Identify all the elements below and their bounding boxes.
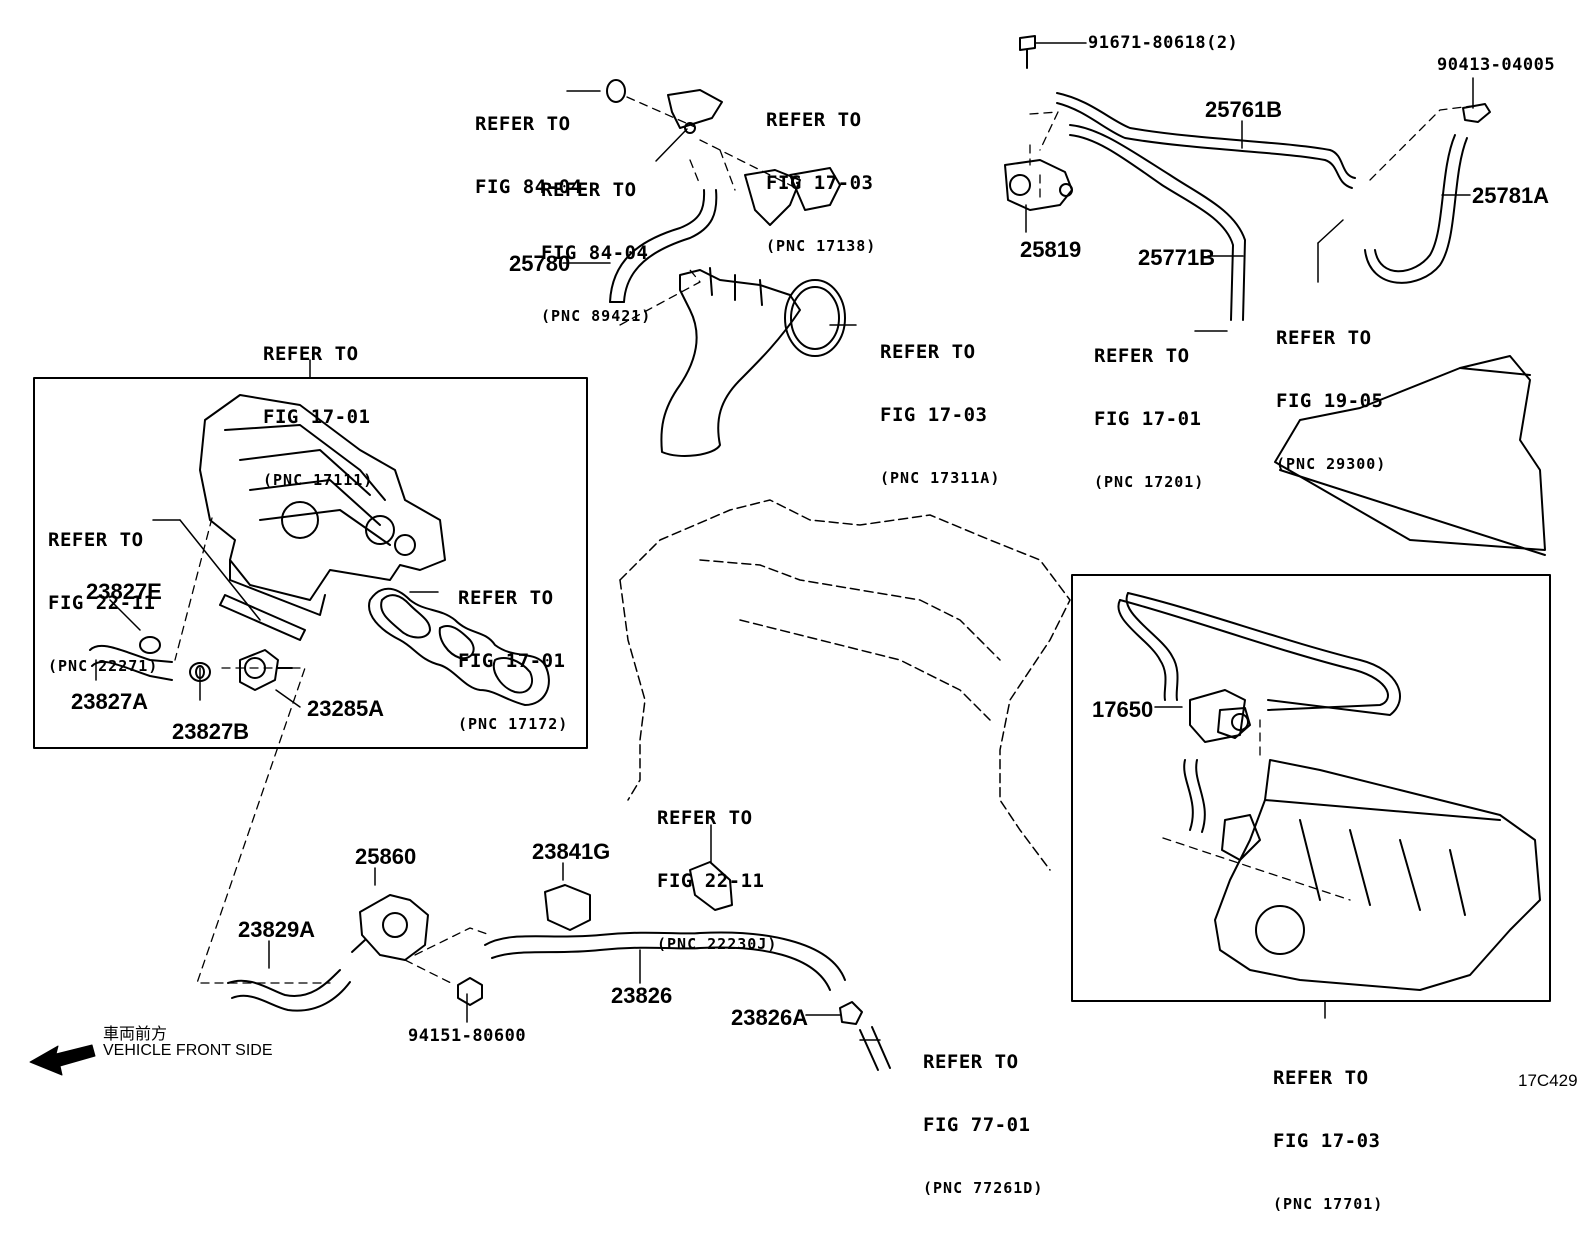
part-label-17650: 17650 — [1092, 697, 1154, 722]
refer-line-2: FIG 17-03 — [880, 404, 988, 426]
parts-diagram-artwork — [29, 35, 1551, 1076]
part-label-25771b: 25771B — [1138, 245, 1216, 270]
refer-line-2: FIG 17-01 — [263, 406, 371, 428]
refer-line-1: REFER TO — [458, 587, 554, 609]
part-label-23285a: 23285A — [307, 696, 385, 721]
parts-diagram-canvas: REFER TO FIG 84-04 REFER TO FIG 84-04 (P… — [29, 33, 1578, 1213]
part-label-25860: 25860 — [355, 844, 417, 869]
nut-94151 — [457, 977, 483, 1006]
part-label-25781a: 25781A — [1472, 183, 1550, 208]
refer-line-1: REFER TO — [263, 343, 359, 365]
refer-line-2: FIG 84-04 — [475, 176, 583, 198]
refer-pnc: (PNC 17172) — [458, 715, 569, 733]
part-label-23826a: 23826A — [731, 1005, 809, 1030]
refer-fig-17-01-pnc-17201: REFER TO FIG 17-01 (PNC 17201) — [1094, 304, 1204, 513]
refer-fig-17-03-pnc-17701: REFER TO FIG 17-03 (PNC 17701) — [1273, 1026, 1383, 1235]
refer-fig-22-11-pnc-22230j: REFER TO FIG 22-11 (PNC 22230J) — [657, 766, 777, 975]
clip-23826a — [839, 1001, 863, 1025]
bracket-parts — [606, 79, 841, 226]
refer-fig-19-05-pnc-29300: REFER TO FIG 19-05 (PNC 29300) — [1276, 286, 1386, 495]
refer-pnc: (PNC 17111) — [263, 471, 374, 489]
refer-fig-84-04-top: REFER TO FIG 84-04 — [475, 72, 582, 219]
part-label-23827a: 23827A — [71, 689, 149, 714]
refer-line-1: REFER TO — [1273, 1067, 1369, 1089]
refer-line-1: REFER TO — [923, 1051, 1019, 1073]
refer-line-2: FIG 22-11 — [48, 592, 156, 614]
intake-manifold — [199, 394, 446, 641]
part-label-23827e: 23827E — [86, 579, 162, 604]
refer-line-1: REFER TO — [766, 109, 862, 131]
refer-pnc: (PNC 22271) — [48, 657, 159, 675]
refer-line-1: REFER TO — [880, 341, 976, 363]
air-cleaner-group-box — [1071, 574, 1551, 1002]
refer-line-2: FIG 17-01 — [1094, 408, 1202, 430]
refer-line-2: FIG 84-04 — [541, 242, 649, 264]
engine-outline — [619, 499, 1071, 871]
part-label-94151-80600: 94151-80600 — [408, 1026, 527, 1046]
refer-line-2: FIG 77-01 — [923, 1114, 1031, 1136]
clip-90413 — [1462, 103, 1491, 123]
refer-line-2: FIG 17-03 — [1273, 1130, 1381, 1152]
refer-pnc: (PNC 17311A) — [880, 469, 1001, 487]
clip-23841g — [544, 884, 591, 931]
refer-line-2: FIG 17-03 — [766, 172, 874, 194]
refer-line-1: REFER TO — [657, 807, 753, 829]
refer-fig-22-11-pnc-22271: REFER TO FIG 22-11 (PNC 22271) — [48, 488, 158, 697]
refer-line-2: FIG 19-05 — [1276, 390, 1384, 412]
part-label-91671-80618: 91671-80618(2) — [1088, 33, 1239, 53]
part-label-25819: 25819 — [1020, 237, 1082, 262]
refer-fig-77-01-pnc-77261d: REFER TO FIG 77-01 (PNC 77261D) — [923, 1010, 1043, 1219]
refer-pnc: (PNC 77261D) — [923, 1179, 1044, 1197]
refer-pnc: (PNC 29300) — [1276, 455, 1387, 473]
air-intake-duct — [660, 267, 846, 457]
refer-pnc: (PNC 89421) — [541, 307, 652, 325]
refer-line-1: REFER TO — [1094, 345, 1190, 367]
refer-fig-17-01-pnc-17111: REFER TO FIG 17-01 (PNC 17111) — [263, 302, 373, 511]
refer-fig-17-03-pnc-17138: REFER TO FIG 17-03 (PNC 17138) — [766, 68, 876, 277]
part-label-25780: 25780 — [509, 251, 571, 276]
refer-line-1: REFER TO — [1276, 327, 1372, 349]
refer-pnc: (PNC 17201) — [1094, 473, 1205, 491]
manifold-small-parts — [139, 636, 293, 691]
hoses — [89, 92, 1468, 1071]
vsv-and-bolt — [1004, 35, 1073, 211]
refer-pnc: (PNC 17138) — [766, 237, 877, 255]
vehicle-front-label-jp: 車両前方 — [103, 1026, 168, 1043]
dashed-lines — [174, 96, 1481, 986]
vehicle-front-label-en: VEHICLE FRONT SIDE — [103, 1042, 273, 1059]
part-label-23841g: 23841G — [532, 839, 611, 864]
part-label-25761b: 25761B — [1205, 97, 1283, 122]
refer-line-2: FIG 22-11 — [657, 870, 765, 892]
refer-pnc: (PNC 22230J) — [657, 935, 778, 953]
refer-fig-17-01-pnc-17172: REFER TO FIG 17-01 (PNC 17172) — [458, 546, 568, 755]
refer-fig-17-03-pnc-17311a: REFER TO FIG 17-03 (PNC 17311A) — [880, 300, 1000, 509]
part-label-90413-04005: 90413-04005 — [1437, 55, 1556, 75]
air-cleaner-case — [1189, 689, 1541, 991]
vehicle-front-arrow — [29, 1044, 96, 1076]
intake-manifold-gasket — [368, 587, 550, 706]
part-label-23827b: 23827B — [172, 719, 250, 744]
refer-line-2: FIG 17-01 — [458, 650, 566, 672]
air-cleaner-cover — [1274, 355, 1546, 556]
refer-line-1: REFER TO — [541, 179, 637, 201]
diagram-code: 17C429 — [1518, 1071, 1578, 1090]
refer-pnc: (PNC 17701) — [1273, 1195, 1384, 1213]
refer-fig-84-04-pnc-89421: REFER TO FIG 84-04 (PNC 89421) — [541, 138, 651, 347]
part-label-23829a: 23829A — [238, 917, 316, 942]
vsv-25860 — [351, 894, 429, 961]
refer-line-1: REFER TO — [48, 529, 144, 551]
clamp-22230j — [689, 861, 733, 911]
leader-lines — [95, 42, 1474, 1041]
refer-line-1: REFER TO — [475, 113, 571, 135]
part-label-23826: 23826 — [611, 983, 673, 1008]
